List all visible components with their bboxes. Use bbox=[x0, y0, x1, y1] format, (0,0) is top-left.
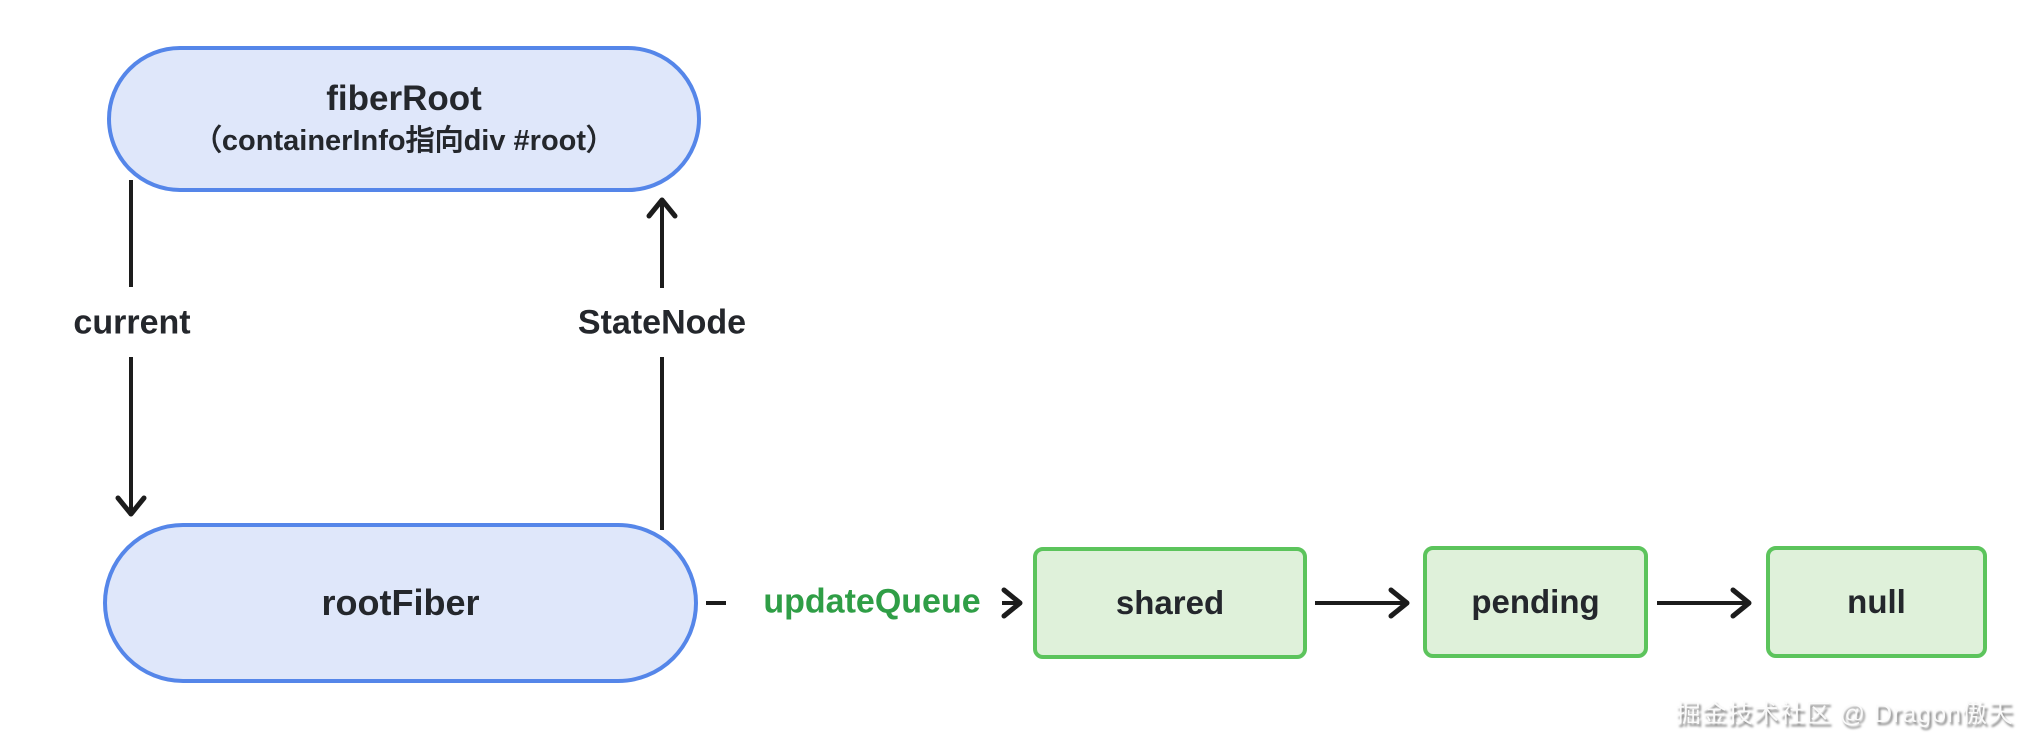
node-shared: shared bbox=[1033, 547, 1307, 659]
node-fiber-root: fiberRoot （containerInfo指向div #root） bbox=[107, 46, 701, 192]
watermark: 掘金技术社区 @ Dragon傲天 bbox=[1675, 700, 2014, 728]
null-label: null bbox=[1847, 583, 1906, 620]
node-pending: pending bbox=[1423, 546, 1648, 658]
fiber-root-subtitle: （containerInfo指向div #root） bbox=[192, 125, 616, 158]
edge-label-statenode: StateNode bbox=[577, 303, 747, 342]
edge-label-updatequeue: updateQueue bbox=[763, 582, 981, 621]
root-fiber-label: rootFiber bbox=[321, 582, 480, 624]
fiber-root-title: fiberRoot bbox=[326, 78, 482, 118]
pending-label: pending bbox=[1471, 583, 1600, 620]
node-null: null bbox=[1766, 546, 1987, 658]
edge-label-current: current bbox=[73, 303, 191, 342]
shared-label: shared bbox=[1115, 584, 1225, 621]
node-root-fiber: rootFiber bbox=[103, 523, 698, 683]
